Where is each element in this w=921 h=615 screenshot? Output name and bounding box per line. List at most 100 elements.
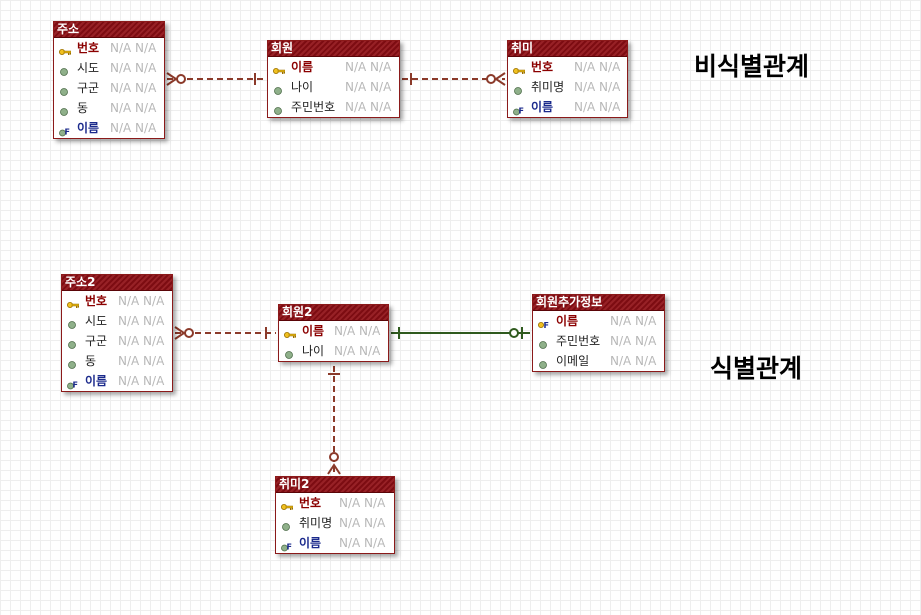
attribute-name: 이메일 <box>556 354 590 368</box>
attribute-type: N/A N/A <box>574 60 621 74</box>
key-icon <box>67 296 80 308</box>
attribute-name: 구군 <box>85 334 108 348</box>
attribute-name: 취미명 <box>531 80 565 94</box>
attribute-dot-icon <box>513 82 525 95</box>
attribute-name: 나이 <box>302 344 325 358</box>
attribute-name: 시도 <box>85 314 108 328</box>
relationship-juso-hoewon[interactable] <box>166 72 264 86</box>
zero-marker <box>184 328 194 338</box>
attribute-name: 주민번호 <box>556 334 601 348</box>
attribute-name: 이름 <box>85 374 108 388</box>
relationship-hoewon-chwimi[interactable] <box>402 72 506 86</box>
relationship-hoewon2-hoewon-extra[interactable] <box>391 327 530 339</box>
entity-title[interactable]: 회원 <box>268 41 399 57</box>
attribute-type: N/A N/A <box>339 516 386 530</box>
zero-marker <box>176 74 186 84</box>
attribute-dot-icon <box>273 82 285 95</box>
foreign-key-icon: F <box>281 538 293 552</box>
attribute-name: 주민번호 <box>291 100 336 114</box>
entity-title[interactable]: 회원추가정보 <box>533 295 664 311</box>
key-icon <box>273 62 286 74</box>
entity-title[interactable]: 주소2 <box>62 275 172 291</box>
entity-title[interactable]: 주소 <box>54 22 164 38</box>
key-icon <box>284 326 297 338</box>
attribute-type: N/A N/A <box>574 80 621 94</box>
attribute-name: 이름 <box>556 314 579 328</box>
crowfoot-many-marker <box>166 72 178 86</box>
foreign-key-icon: F <box>67 376 79 390</box>
attribute-row[interactable]: 동 N/A N/A <box>62 351 172 371</box>
attribute-type: N/A N/A <box>118 354 165 368</box>
svg-text:F: F <box>65 128 70 137</box>
attribute-dot-icon <box>59 63 71 76</box>
attribute-name: 취미명 <box>299 516 333 530</box>
key-icon <box>59 43 72 55</box>
attribute-name: 나이 <box>291 80 314 94</box>
entity-title[interactable]: 회원2 <box>279 305 388 321</box>
attribute-type: N/A N/A <box>339 536 386 550</box>
zero-marker <box>329 452 339 462</box>
attribute-type: N/A N/A <box>118 294 165 308</box>
relationship-hoewon2-chwimi2[interactable] <box>327 366 341 475</box>
attribute-name: 동 <box>77 101 89 115</box>
crowfoot-many-marker <box>174 326 186 340</box>
attribute-dot-icon <box>67 316 79 329</box>
attribute-row[interactable]: 구군 N/A N/A <box>54 78 164 98</box>
attribute-type: N/A N/A <box>110 41 157 55</box>
attribute-name: 이름 <box>302 324 325 338</box>
attribute-row[interactable]: 취미명 N/A N/A <box>276 513 394 533</box>
label-identifying-relationship: 식별관계 <box>710 354 803 383</box>
svg-text:F: F <box>287 543 292 552</box>
attribute-type: N/A N/A <box>345 80 392 94</box>
relationship-juso2-hoewon2[interactable] <box>174 326 276 340</box>
attribute-name: 번호 <box>531 60 554 74</box>
attribute-type: N/A N/A <box>110 121 157 135</box>
attribute-type: N/A N/A <box>610 334 657 348</box>
svg-text:F: F <box>544 321 549 330</box>
attribute-type: N/A N/A <box>110 81 157 95</box>
attribute-dot-icon <box>67 336 79 349</box>
attribute-row[interactable]: 취미명 N/A N/A <box>508 77 627 97</box>
attribute-name: 번호 <box>299 496 322 510</box>
attribute-row[interactable]: F 이름 N/A N/A <box>62 371 172 391</box>
entity-title[interactable]: 취미2 <box>276 477 394 493</box>
attribute-row[interactable]: 나이 N/A N/A <box>268 77 399 97</box>
entity-title[interactable]: 취미 <box>508 41 627 57</box>
key-icon <box>281 498 294 510</box>
attribute-row[interactable]: 번호 N/A N/A <box>508 57 627 77</box>
attribute-row[interactable]: 시도 N/A N/A <box>62 311 172 331</box>
key-icon <box>513 62 526 74</box>
svg-text:F: F <box>73 381 78 390</box>
attribute-type: N/A N/A <box>118 374 165 388</box>
attribute-row[interactable]: 주민번호 N/A N/A <box>533 331 664 351</box>
attribute-name: 동 <box>85 354 97 368</box>
label-non-identifying-relationship: 비식별관계 <box>694 52 810 81</box>
attribute-name: 구군 <box>77 81 100 95</box>
crowfoot-many-marker <box>494 72 506 86</box>
attribute-dot-icon <box>538 356 550 369</box>
attribute-dot-icon <box>67 356 79 369</box>
attribute-type: N/A N/A <box>118 314 165 328</box>
